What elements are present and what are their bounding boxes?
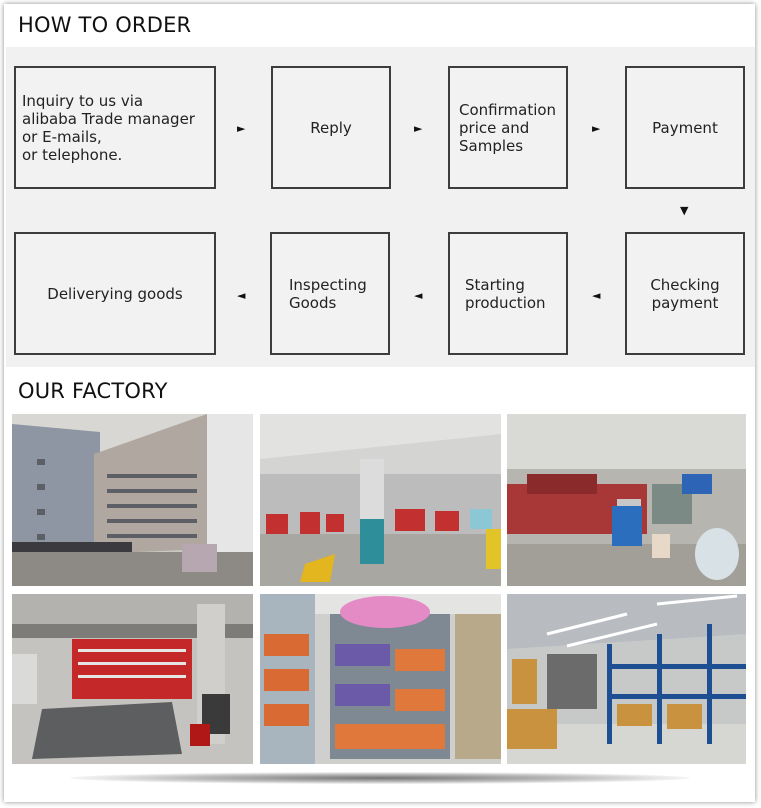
our-factory-heading: OUR FACTORY — [18, 379, 168, 403]
arrow-down-icon: ▼ — [680, 204, 689, 217]
production-workshop-photo — [507, 414, 746, 586]
step-payment: Payment — [625, 66, 745, 189]
arrow-right-icon: ► — [592, 122, 601, 135]
step-inspecting-goods: Inspecting Goods — [270, 232, 390, 355]
red-machine-photo — [12, 594, 253, 764]
arrow-left-icon: ◄ — [414, 289, 423, 302]
arrow-left-icon: ◄ — [592, 289, 601, 302]
step-confirmation: Confirmation price and Samples — [448, 66, 568, 189]
step-starting-production: Starting production — [448, 232, 568, 355]
step-checking-payment: Checking payment — [625, 232, 745, 355]
arrow-right-icon: ► — [237, 122, 246, 135]
step-inquiry: Inquiry to us via alibaba Trade manager … — [14, 66, 216, 189]
warehouse-racks-photo — [507, 594, 746, 764]
how-to-order-heading: HOW TO ORDER — [18, 13, 192, 37]
bottom-shadow — [70, 772, 690, 784]
arrow-left-icon: ◄ — [237, 289, 246, 302]
product-shelves-photo — [260, 594, 501, 764]
arrow-right-icon: ► — [414, 122, 423, 135]
factory-building-photo — [12, 414, 253, 586]
step-delivering-goods: Deliverying goods — [14, 232, 216, 355]
step-reply: Reply — [271, 66, 391, 189]
workshop-floor-photo — [260, 414, 501, 586]
